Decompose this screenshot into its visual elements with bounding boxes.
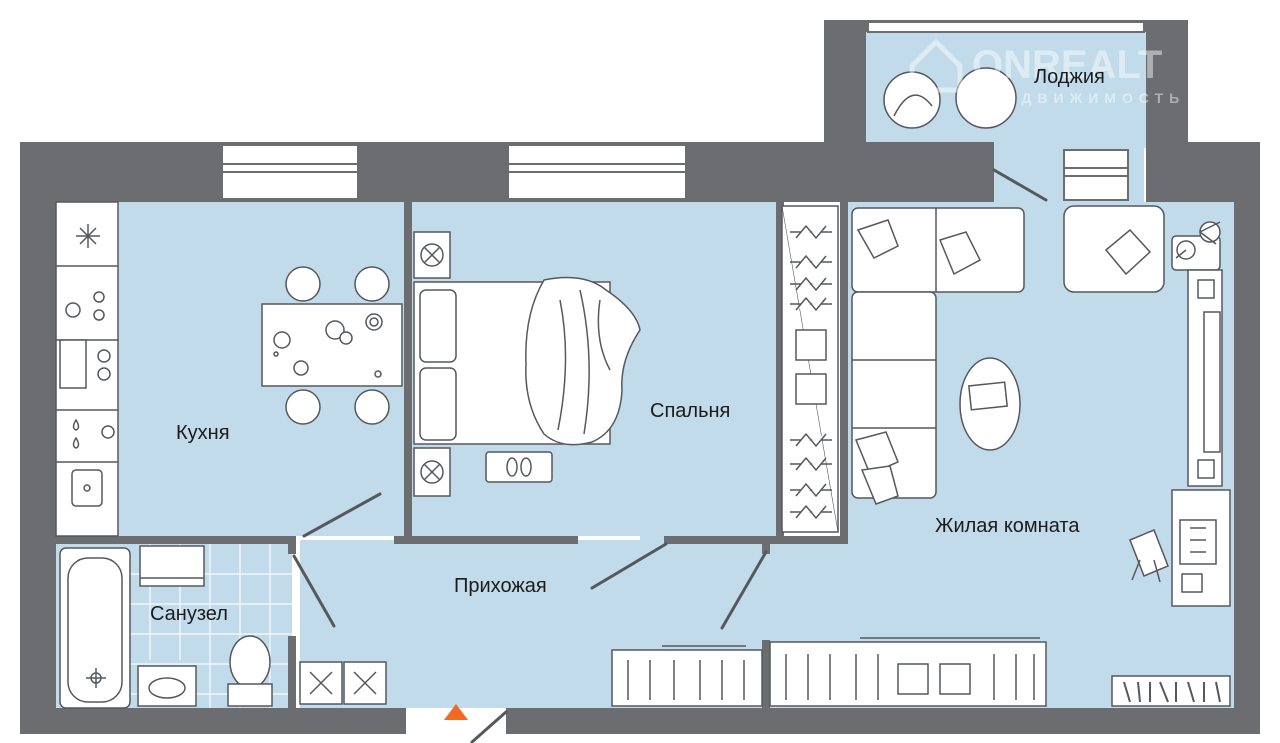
loggia-chair (883, 71, 941, 129)
loggia-furniture (883, 67, 1017, 129)
door-kitchen (302, 492, 382, 538)
magazine (968, 381, 1008, 411)
door-bath (292, 554, 336, 628)
washing-machine (139, 545, 205, 587)
window-living (1063, 149, 1129, 201)
tv-speaker-top (1197, 279, 1215, 299)
bath-fixtures (59, 545, 273, 709)
tv (1203, 311, 1221, 453)
doors (292, 168, 1048, 743)
bookshelf (1111, 675, 1231, 707)
room-label-kitchen: Кухня (176, 422, 230, 444)
window-loggia (867, 21, 1145, 33)
window-kitchen (221, 144, 359, 200)
room-label-living: Жилая комната (935, 515, 1080, 537)
hall-hangers (627, 654, 1035, 700)
watermark-tagline: НЕДВИЖИМОСТЬ (990, 90, 1185, 106)
cushion (938, 231, 981, 276)
sofa (851, 207, 1025, 293)
cushion (854, 431, 899, 475)
floors (56, 30, 1234, 708)
room-label-bathroom: Санузел (150, 603, 228, 625)
slippers-icon (506, 457, 532, 477)
kitchen-furniture (55, 201, 403, 537)
pillow-bottom (419, 367, 457, 441)
oven-icon (72, 418, 115, 449)
room-label-bedroom: Спальня (650, 400, 730, 422)
door-living (720, 550, 768, 630)
toilet (227, 635, 273, 707)
dining-chairs (285, 266, 390, 425)
cushion (1104, 228, 1152, 276)
desk-chair (1129, 529, 1169, 577)
fan-icon (76, 224, 100, 248)
door-entrance (470, 710, 508, 743)
notepad (1181, 573, 1203, 593)
bedside-rug (485, 451, 553, 483)
entrance-triangle-icon (444, 704, 468, 720)
drain-icon (86, 668, 106, 688)
cushion (860, 465, 899, 505)
sink-icon (71, 469, 103, 507)
cushion (856, 219, 899, 259)
watermark-brand: ONREALT (972, 43, 1162, 87)
windows (221, 21, 1145, 201)
pillow-top (419, 289, 457, 363)
plant-icon (1171, 221, 1221, 271)
laptop-icon (1179, 519, 1217, 565)
hall-furniture (299, 637, 1047, 707)
tv-speaker-bottom (1197, 459, 1215, 479)
books-icon (1123, 681, 1221, 703)
hall-wardrobe-left (611, 649, 763, 707)
shoe-rack (299, 661, 387, 705)
watermark: ONREALT НЕДВИЖИМОСТЬ (909, 38, 1185, 106)
room-label-hall: Прихожая (454, 575, 547, 597)
lamp-icon (420, 243, 444, 267)
bedroom-furniture (413, 205, 839, 533)
living-furniture (851, 205, 1231, 707)
door-bedroom (590, 542, 668, 590)
wardrobe-hangers (790, 224, 832, 520)
lamp-icon (420, 460, 444, 484)
door-loggia (992, 168, 1048, 202)
loggia-table (955, 67, 1017, 129)
blanket (525, 276, 641, 446)
room-label-loggia: Лоджия (1034, 66, 1105, 88)
window-bedroom (507, 144, 687, 200)
watermark-logo-icon (909, 38, 963, 93)
tableware-icon (273, 313, 383, 378)
cooktop-icon (59, 291, 111, 389)
